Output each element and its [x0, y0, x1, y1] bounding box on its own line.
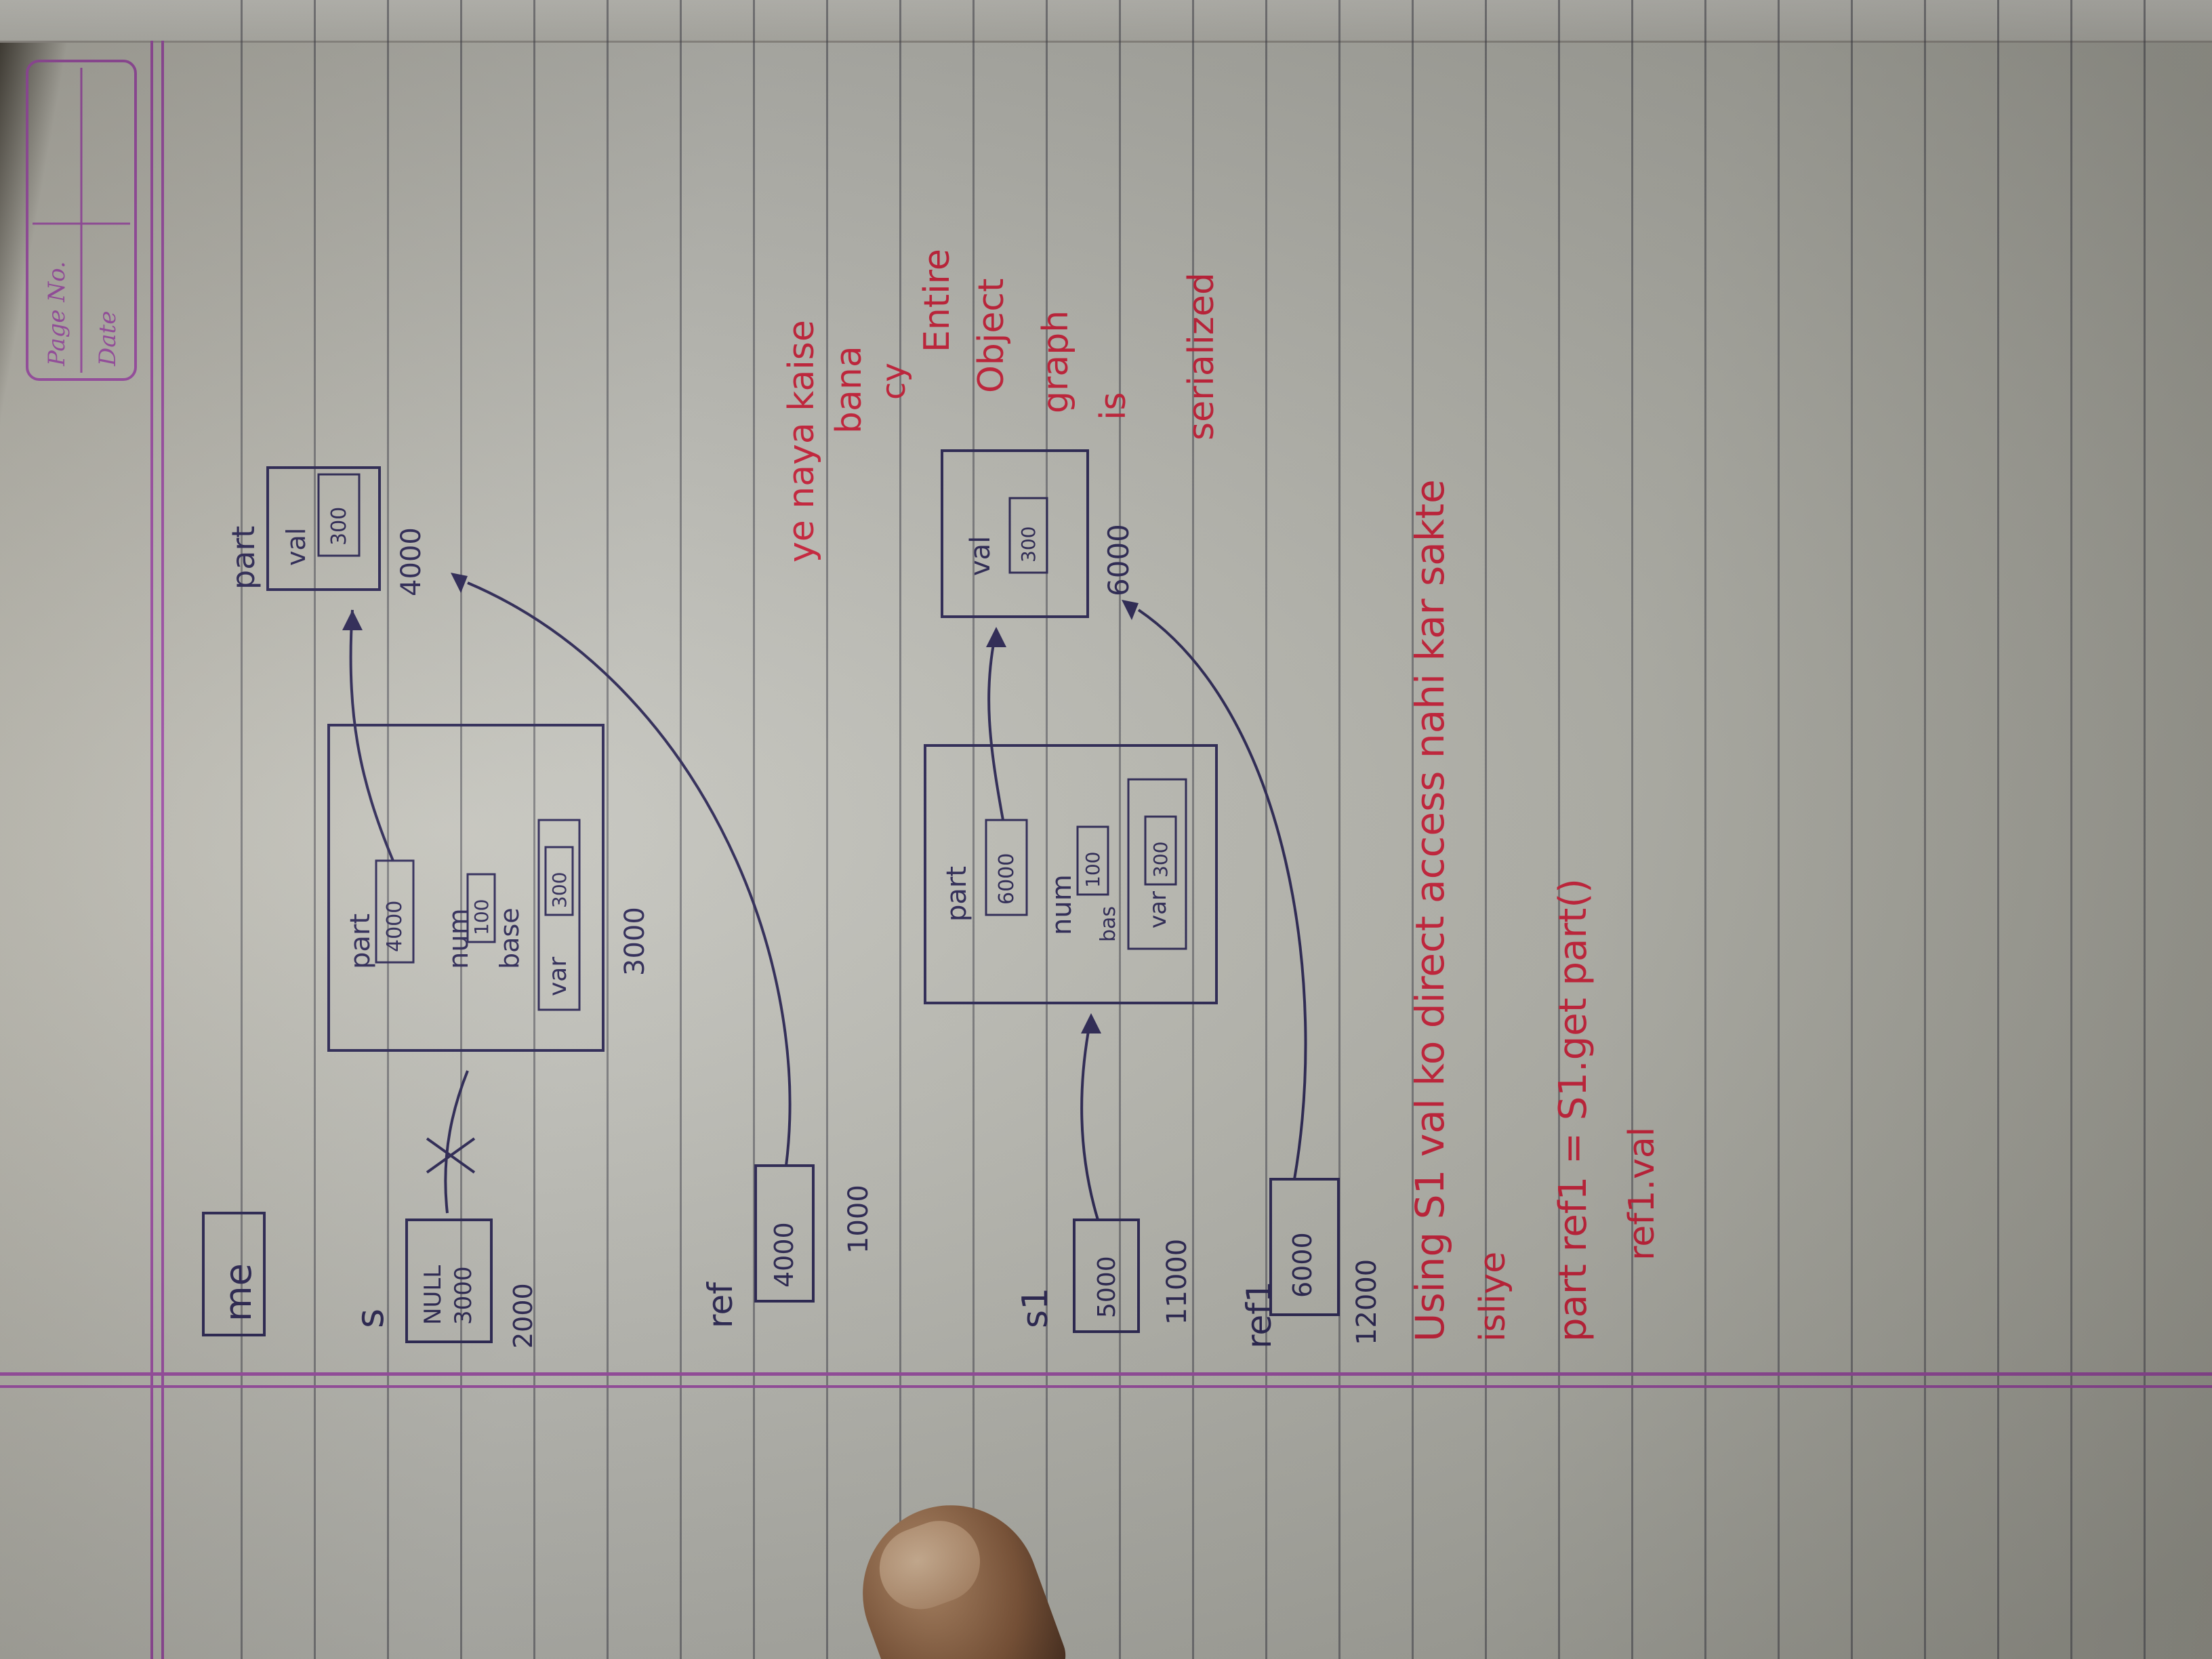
s1-label: s1 — [1015, 1288, 1056, 1328]
page-margin-line — [0, 1372, 2212, 1388]
red-bottom-1: Using S1 val ko direct access nahi kar s… — [1407, 479, 1453, 1342]
obj1-address: 3000 — [619, 907, 651, 976]
red-note-2: bana — [829, 346, 869, 434]
object-3000: part 4000 num 100 base var 300 3000 — [327, 609, 651, 1052]
obj1-var-label: var — [544, 957, 572, 996]
s-ref-value: 3000 — [450, 1266, 477, 1325]
ref-label: ref — [701, 1282, 740, 1328]
obj2-part-value: 6000 — [995, 853, 1019, 905]
s-null: NULL — [419, 1265, 447, 1325]
page-no-stamp: Page No. Date — [26, 60, 137, 381]
ref-variable: ref 4000 1000 — [451, 573, 874, 1328]
s-address: 2000 — [508, 1283, 538, 1349]
part-object-6000: val 300 6000 — [941, 449, 1135, 618]
page-no-label: Page No. — [43, 261, 70, 367]
obj2-var-label: var — [1145, 891, 1172, 928]
part-field: val — [281, 528, 311, 566]
object-5000: part 6000 num 100 bas var 300 — [924, 627, 1218, 1004]
red-note-6: graph — [1036, 310, 1076, 413]
obj1-part-value: 4000 — [383, 901, 407, 952]
obj2-num-label: num — [1046, 874, 1078, 935]
ref1-address: 12000 — [1351, 1259, 1382, 1345]
part2-value: 300 — [1017, 527, 1040, 562]
date-label: Date — [94, 311, 121, 367]
obj2-bas-label: bas — [1097, 906, 1120, 942]
ruled-lines — [169, 0, 2212, 1659]
s1-variable: s1 5000 11000 — [1015, 1013, 1193, 1333]
obj1-num-value: 100 — [470, 899, 493, 935]
me-box: me — [202, 1212, 266, 1336]
red-note-8: serialized — [1181, 272, 1222, 441]
obj1-num-label: num — [443, 908, 474, 969]
red-note-3: cy — [875, 363, 913, 400]
red-note-1: ye naya kaise — [781, 320, 822, 562]
red-bottom-2: isliye — [1473, 1252, 1513, 1342]
red-notes: ye naya kaise bana cy Entire Object grap… — [781, 249, 1222, 562]
ref1-variable: ref1 6000 12000 — [1122, 600, 1382, 1349]
me-label: me — [217, 1263, 260, 1322]
red-note-7: is — [1093, 392, 1134, 420]
obj1-base-label: base — [495, 907, 525, 969]
ref-value: 4000 — [769, 1222, 799, 1288]
s1-address: 11000 — [1162, 1239, 1193, 1325]
obj1-part-label: part — [345, 914, 376, 969]
obj2-var-value: 300 — [1149, 842, 1172, 878]
obj1-var-value: 300 — [548, 872, 571, 908]
ref-address: 1000 — [843, 1185, 874, 1254]
s1-value: 5000 — [1093, 1256, 1121, 1318]
s-label: s — [348, 1309, 392, 1328]
red-bottom-notes: Using S1 val ko direct access nahi kar s… — [1407, 479, 1662, 1342]
red-note-5: Object — [971, 279, 1012, 393]
s-variable: s NULL 3000 2000 — [348, 1070, 538, 1349]
obj2-part-label: part — [941, 866, 972, 922]
page-margin-top — [150, 41, 164, 1659]
part-value: 300 — [327, 507, 351, 546]
part-address: 4000 — [396, 527, 427, 596]
part-object-4000: part val 300 4000 — [225, 466, 427, 596]
obj2-num-value: 100 — [1082, 852, 1104, 888]
red-note-4: Entire — [917, 249, 958, 352]
ref1-value: 6000 — [1288, 1232, 1317, 1298]
part-title: part — [225, 526, 262, 590]
red-bottom-4: ref1.val — [1622, 1127, 1662, 1261]
part2-field: val — [965, 536, 996, 576]
red-bottom-3: part ref1 = S1.get part() — [1551, 878, 1595, 1342]
part2-address: 6000 — [1102, 524, 1135, 596]
